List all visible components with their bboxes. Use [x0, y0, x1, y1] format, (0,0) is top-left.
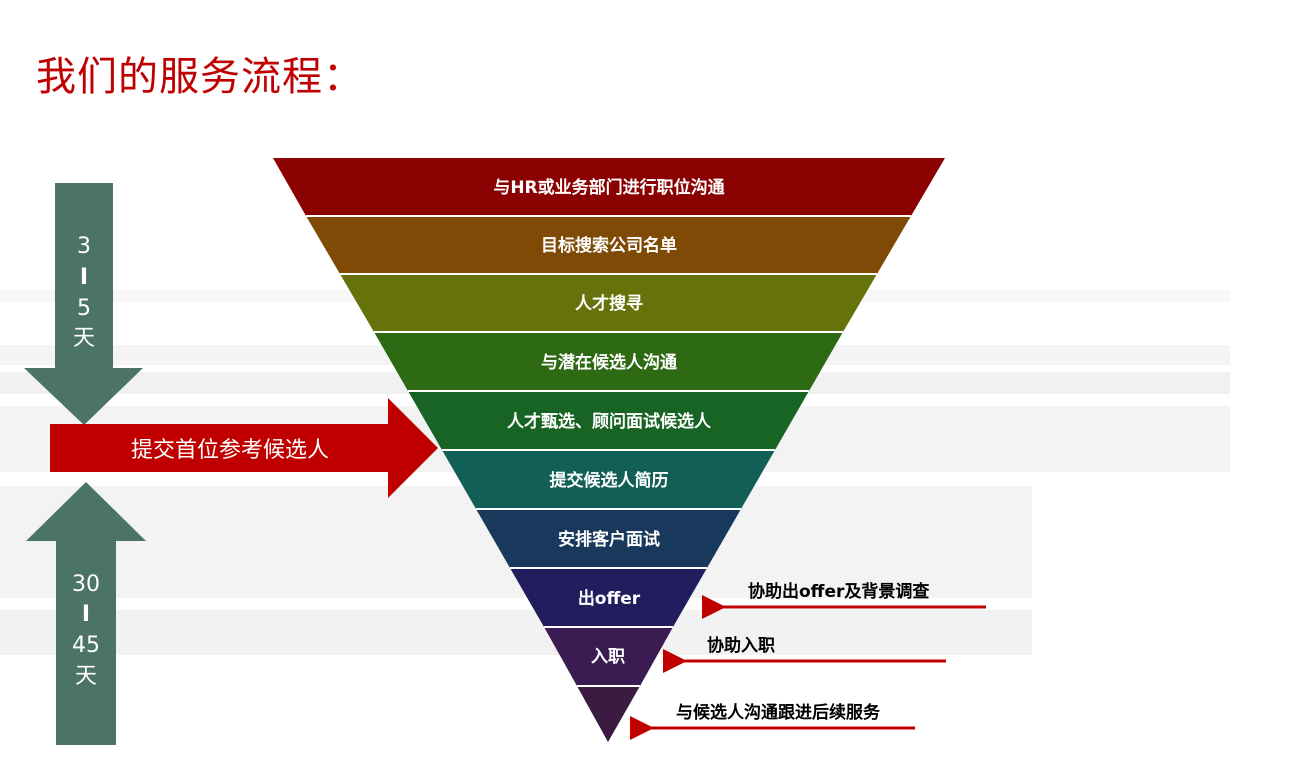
duration-arrow-top: 3 I 5 天	[24, 183, 143, 425]
funnel-stage	[476, 509, 741, 568]
down-arrow-icon	[24, 183, 143, 425]
funnel-stage	[577, 686, 640, 742]
side-note-label: 与候选人沟通跟进后续服务	[676, 702, 881, 723]
funnel-stage	[273, 158, 945, 216]
funnel-stage	[374, 332, 843, 391]
side-notes: 协助出offer及背景调查 协助入职 与候选人沟通跟进后续服务	[630, 581, 986, 740]
funnel-stage-label: 入职	[591, 647, 625, 667]
funnel-stage	[340, 274, 877, 332]
funnel-stage-label: 安排客户面试	[558, 529, 660, 550]
side-note-label: 协助出offer及背景调查	[748, 581, 930, 602]
duration-max-value: 45	[72, 633, 100, 658]
submit-candidate-label: 提交首位参考候选人	[131, 438, 329, 463]
funnel-stage-label: 与HR或业务部门进行职位沟通	[493, 177, 724, 198]
funnel-stage	[408, 391, 809, 450]
funnel-stage-label: 人才搜寻	[575, 293, 643, 314]
page-title: 我们的服务流程：	[36, 54, 364, 100]
duration-unit: 天	[73, 326, 95, 351]
funnel-stage-label: 人才甄选、顾问面试候选人	[507, 411, 712, 432]
duration-unit: 天	[75, 664, 97, 689]
side-note-label: 协助入职	[707, 635, 775, 656]
up-arrow-icon	[26, 482, 146, 745]
funnel-stage	[442, 450, 775, 509]
funnel-stage-label: 与潜在候选人沟通	[541, 352, 677, 373]
funnel: 与HR或业务部门进行职位沟通 目标搜索公司名单 人才搜寻 与潜在候选人沟通 人才…	[273, 158, 945, 742]
funnel-stage	[306, 216, 911, 274]
duration-min-value: 30	[72, 572, 100, 597]
funnel-stage-label: 提交候选人简历	[550, 470, 669, 491]
funnel-stage	[544, 627, 673, 686]
funnel-stage-label: 目标搜索公司名单	[541, 235, 677, 256]
funnel-stage	[510, 568, 707, 627]
duration-separator: I	[82, 602, 90, 627]
right-arrow-icon	[50, 398, 438, 498]
duration-max-value: 5	[77, 296, 91, 321]
submit-candidate-arrow: 提交首位参考候选人	[50, 398, 438, 498]
duration-separator: I	[80, 265, 88, 290]
background-panel	[1032, 486, 1230, 750]
duration-arrow-bottom: 30 I 45 天	[26, 482, 146, 745]
duration-min-value: 3	[77, 234, 91, 259]
funnel-stage-label: 出offer	[578, 588, 641, 609]
